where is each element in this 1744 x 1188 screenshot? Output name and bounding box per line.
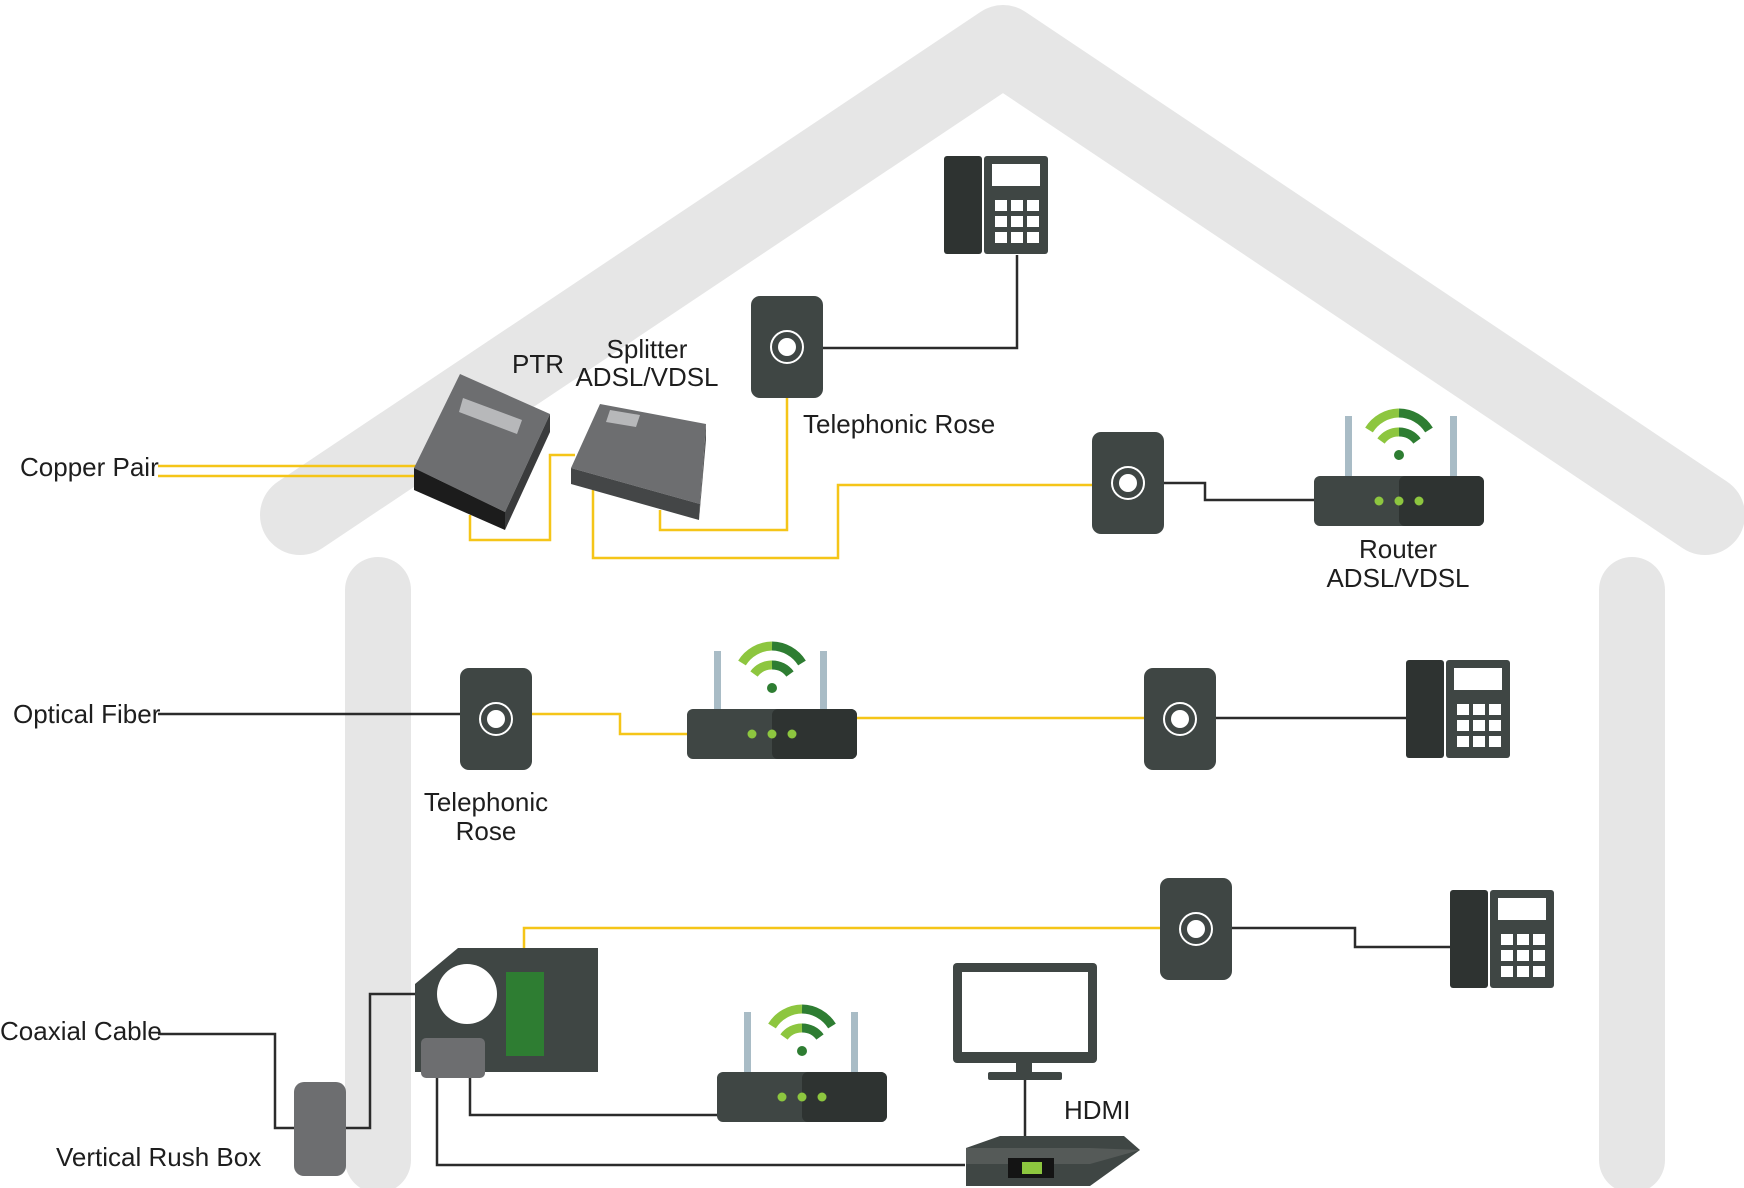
coax-wire [158, 1032, 295, 1130]
rose-phone-wire [822, 255, 1019, 350]
label-telephonic-rose-top: Telephonic Rose [803, 409, 995, 439]
wifi-icon [738, 641, 806, 693]
tv-monitor-icon [953, 963, 1097, 1080]
wires [158, 255, 1452, 1167]
modem-rose-wire [522, 926, 1160, 948]
modem-router-wire [468, 1075, 717, 1117]
wall-socket-icon [1144, 668, 1216, 770]
label-splitter-line2: ADSL/VDSL [575, 362, 718, 392]
wifi-icon [1365, 408, 1433, 460]
label-vertical-rush-box: Vertical Rush Box [56, 1142, 261, 1172]
rose-phone-wire-bottom [1232, 926, 1452, 949]
wall-socket-icon [1160, 878, 1232, 980]
splitter-router-wire [591, 483, 1093, 560]
label-optical-fiber: Optical Fiber [13, 699, 161, 729]
label-telephonic-rose-mid-line2: Rose [456, 816, 517, 846]
ptr-box-icon [414, 374, 550, 530]
label-telephonic-rose-mid-line1: Telephonic [424, 787, 548, 817]
label-hdmi: HDMI [1064, 1095, 1130, 1125]
router-icon [717, 1004, 887, 1122]
wall-socket-icon [1092, 432, 1164, 534]
telephone-icon [944, 156, 1048, 254]
router-icon [1314, 408, 1484, 526]
router-icon [687, 641, 857, 759]
label-router-line1: Router [1359, 534, 1437, 564]
rush-box-icon [294, 1082, 346, 1176]
set-top-box-icon [966, 1136, 1140, 1186]
house-outline [260, 5, 1744, 1188]
rose-router-wire [1164, 481, 1314, 502]
labels: Copper Pair Optical Fiber Coaxial Cable … [0, 334, 1470, 1172]
label-router-line2: ADSL/VDSL [1326, 563, 1469, 593]
cable-modem-icon [415, 948, 598, 1078]
label-ptr: PTR [512, 349, 564, 379]
label-splitter-line1: Splitter [607, 334, 688, 364]
telephone-icon [1450, 890, 1554, 988]
label-copper-pair: Copper Pair [20, 452, 159, 482]
splitter-rose-wire [658, 350, 789, 532]
wall-socket-icon [751, 296, 823, 398]
fiber-rose-router-wire [532, 712, 687, 736]
rushbox-modem-wire [344, 992, 415, 1130]
splitter-icon [571, 404, 706, 520]
telephone-icon [1406, 660, 1510, 758]
wifi-icon [768, 1004, 836, 1056]
label-coaxial-cable: Coaxial Cable [0, 1016, 162, 1046]
ptr-splitter-wire [468, 453, 575, 542]
modem-stb-wire [435, 1075, 965, 1167]
wall-socket-icon [460, 668, 532, 770]
